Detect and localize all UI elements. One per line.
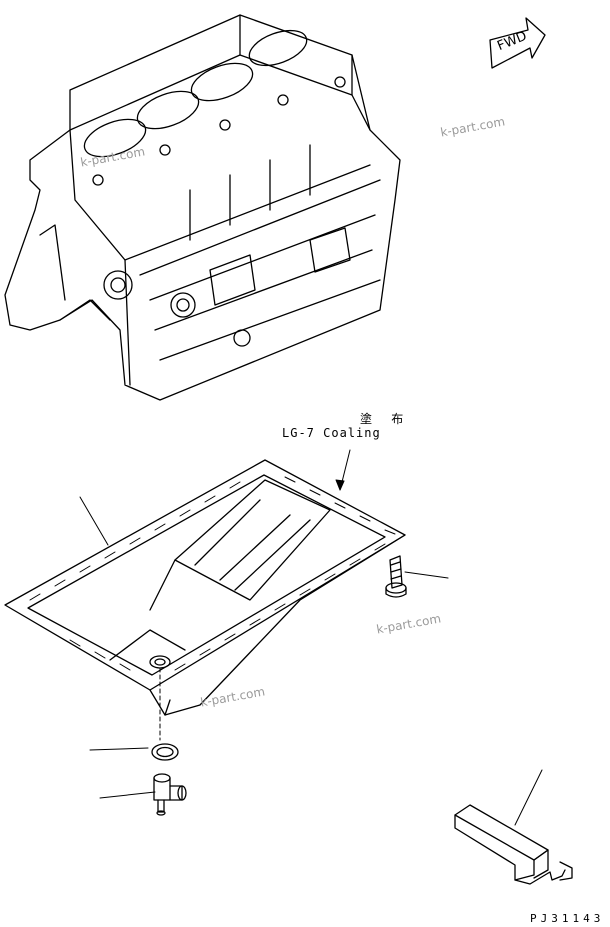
forward-arrow-icon bbox=[489, 17, 546, 69]
coating-note: LG-7 Coaling bbox=[282, 426, 381, 440]
gasket-ring bbox=[151, 743, 179, 761]
leader-lines bbox=[79, 449, 543, 826]
bolt bbox=[385, 555, 407, 598]
drain-valve bbox=[153, 773, 187, 816]
engine-block bbox=[4, 14, 401, 401]
coating-note-japanese: 塗 布 bbox=[360, 412, 410, 426]
level-gauge bbox=[454, 804, 573, 885]
leader-arrowhead bbox=[335, 479, 345, 491]
oil-pan bbox=[4, 459, 406, 716]
drawing-code: PJ31143 bbox=[530, 912, 605, 925]
